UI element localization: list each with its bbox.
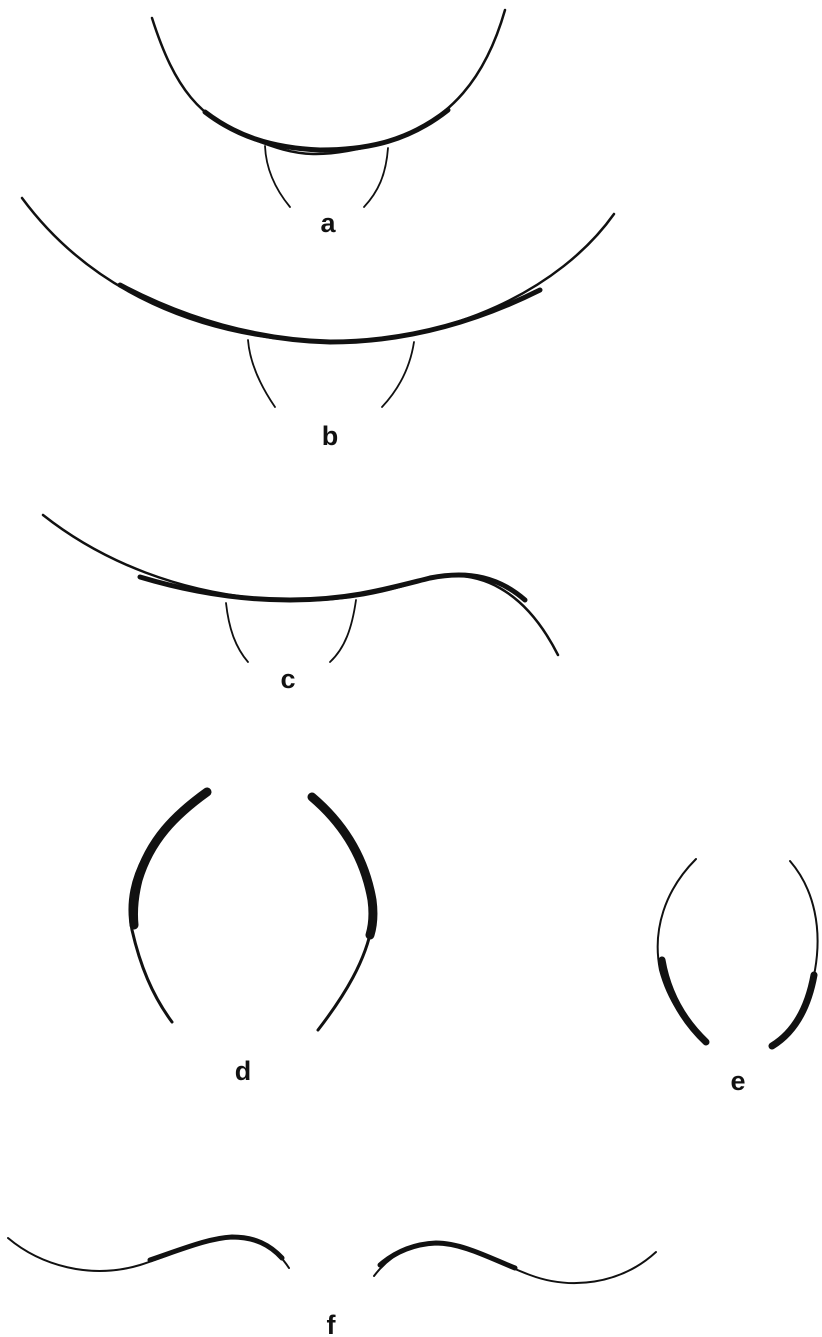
panel-b-label: b bbox=[322, 421, 339, 451]
panel-b: b bbox=[20, 196, 616, 451]
panel-a-arc-thick bbox=[202, 107, 451, 153]
panel-b-left-tendril bbox=[247, 339, 276, 408]
panel-b-right-tendril bbox=[381, 341, 415, 408]
panel-f-label: f bbox=[327, 1310, 337, 1337]
panel-c-left-tendril bbox=[225, 602, 249, 663]
panel-c-curve-thick bbox=[137, 572, 528, 603]
panel-e-left-bracket-thick bbox=[658, 956, 710, 1046]
panel-c-label: c bbox=[280, 664, 295, 694]
panel-d-right-bracket-thick bbox=[307, 792, 378, 940]
panel-b-arc-thick bbox=[117, 282, 543, 345]
panel-a-arc bbox=[150, 8, 507, 156]
panel-a-right-tendril bbox=[363, 147, 389, 208]
panel-e-right-bracket-thick bbox=[768, 971, 818, 1050]
panel-e: e bbox=[656, 858, 819, 1096]
panel-c-curve bbox=[41, 513, 560, 657]
panel-b-arc bbox=[20, 196, 616, 344]
panel-f-left-wave bbox=[7, 1236, 290, 1272]
panel-e-label: e bbox=[730, 1066, 745, 1096]
panel-f-right-wave bbox=[373, 1242, 657, 1285]
panel-f-right-wave-thick bbox=[377, 1240, 518, 1271]
panel-c: c bbox=[41, 513, 560, 694]
panel-d-label: d bbox=[235, 1056, 252, 1086]
panel-f-left-wave-thick bbox=[147, 1234, 285, 1263]
panel-d: d bbox=[128, 787, 378, 1086]
panel-a-label: a bbox=[320, 208, 336, 238]
panel-d-left-bracket-thick bbox=[129, 787, 212, 930]
panel-f: f bbox=[7, 1234, 657, 1337]
panel-c-right-tendril bbox=[329, 599, 357, 663]
panel-a-left-tendril bbox=[264, 145, 291, 208]
panel-a: a bbox=[150, 8, 507, 238]
